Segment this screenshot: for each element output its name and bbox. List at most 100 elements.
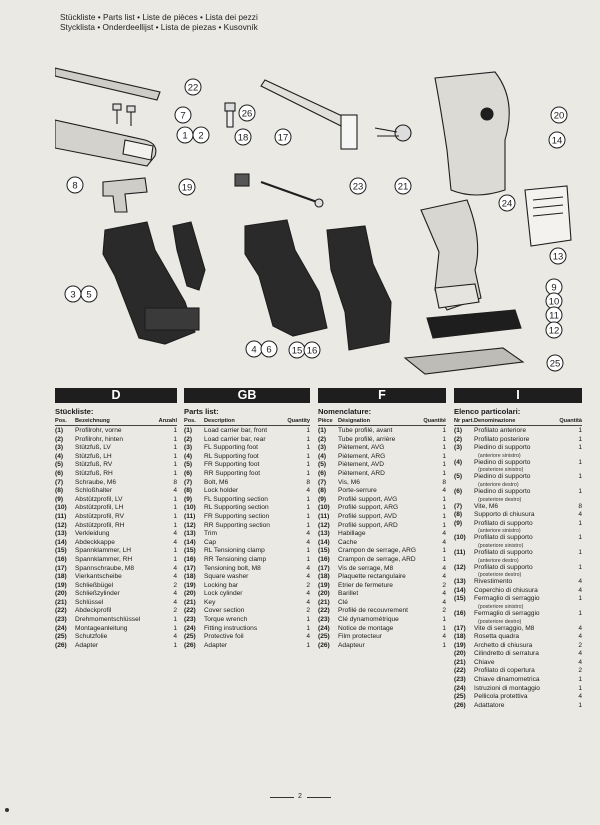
part-quantity: 2 <box>442 581 446 589</box>
part-description: Bolt, M6 <box>204 478 229 486</box>
part-number: (19) <box>454 641 466 649</box>
part-description: Vierkantscheibe <box>75 573 122 581</box>
part-number: (11) <box>454 548 466 556</box>
part-description: Istruzioni di montaggio <box>474 684 540 692</box>
part-quantity: 1 <box>442 641 446 649</box>
part-description: Abstützprofil, RV <box>75 512 124 520</box>
svg-text:13: 13 <box>553 252 564 263</box>
part-description: Habillage <box>338 530 366 538</box>
part-description: Verkleidung <box>75 530 110 538</box>
part-description: Chiave dinamometrica <box>474 676 540 684</box>
part-description: Lock cylinder <box>204 590 243 598</box>
part-number: (4) <box>318 452 327 460</box>
part-quantity: 4 <box>442 487 446 495</box>
part-quantity: 1 <box>442 512 446 520</box>
part-number: (11) <box>55 512 67 520</box>
part-description: Fermaglio di serraggio <box>474 595 540 603</box>
svg-text:22: 22 <box>188 83 199 94</box>
column-headers: Pos. Bezeichnung Anzahl <box>55 418 177 426</box>
punch-mark <box>5 808 9 812</box>
part-quantity: 4 <box>578 658 582 666</box>
part-description: Load carrier bar, front <box>204 427 268 434</box>
part-quantity: 1 <box>173 504 177 512</box>
part-description: Stützfuß, RV <box>75 461 113 469</box>
part-description: Piètement, ARD <box>338 469 385 477</box>
part-number: (6) <box>55 469 64 477</box>
part-quantity: 4 <box>173 487 177 495</box>
part-number: (6) <box>454 487 463 495</box>
part-position-note: (anteriore sinistro) <box>478 452 521 459</box>
part-number: (10) <box>55 504 67 512</box>
callout-5: 5 <box>80 285 98 303</box>
part-quantity: 4 <box>173 633 177 641</box>
callout-23: 23 <box>349 177 367 195</box>
part-quantity: 1 <box>173 495 177 503</box>
part-quantity: 8 <box>578 502 582 510</box>
part-number: (10) <box>318 504 330 512</box>
part-description: Profilato anteriore <box>474 427 527 434</box>
part-quantity: 1 <box>442 469 446 477</box>
part-quantity: 4 <box>173 538 177 546</box>
part-description: Chiave <box>474 658 495 666</box>
part-quantity: 4 <box>578 633 582 641</box>
part-number: (25) <box>184 633 196 641</box>
svg-text:4: 4 <box>251 345 256 356</box>
part-number: (6) <box>318 469 327 477</box>
callout-19: 19 <box>178 178 196 196</box>
svg-text:5: 5 <box>86 290 91 301</box>
part-number: (17) <box>184 564 196 572</box>
part-number: (21) <box>184 598 196 606</box>
part-quantity: 1 <box>578 684 582 692</box>
part-number: (23) <box>55 616 67 624</box>
callout-8: 8 <box>66 176 84 194</box>
part-quantity: 4 <box>442 530 446 538</box>
part-number: (14) <box>184 538 196 546</box>
part-description: Stützfuß, RH <box>75 469 113 477</box>
svg-text:20: 20 <box>554 111 565 122</box>
part-quantity: 1 <box>306 427 310 434</box>
part-number: (5) <box>454 473 463 481</box>
part-quantity: 1 <box>173 461 177 469</box>
part-quantity: 1 <box>306 461 310 469</box>
part-number: (19) <box>184 581 196 589</box>
part-number: (26) <box>454 701 466 709</box>
part-description: Profilato di supporto <box>474 563 533 571</box>
part-description: Barillet <box>338 590 359 598</box>
callout-16: 16 <box>303 341 321 359</box>
column-headers: Pièce Désignation Quantité <box>318 418 446 426</box>
part-quantity: 1 <box>306 547 310 555</box>
part-description: Vite, M6 <box>474 502 499 510</box>
part-description: Fitting instructions <box>204 624 258 632</box>
part-position-note: (anteriore destro) <box>478 481 519 488</box>
part-position-note: (anteriore destro) <box>478 557 519 564</box>
part-number: (7) <box>318 478 327 486</box>
tensioning-clamp-drawing <box>326 225 392 351</box>
part-number: (8) <box>454 511 463 519</box>
exploded-parts-diagram: 22 7 26 1 2 18 17 20 14 8 19 23 21 24 13… <box>55 67 572 375</box>
part-number: (12) <box>55 521 67 529</box>
part-description: Pellicola protettiva <box>474 693 528 701</box>
